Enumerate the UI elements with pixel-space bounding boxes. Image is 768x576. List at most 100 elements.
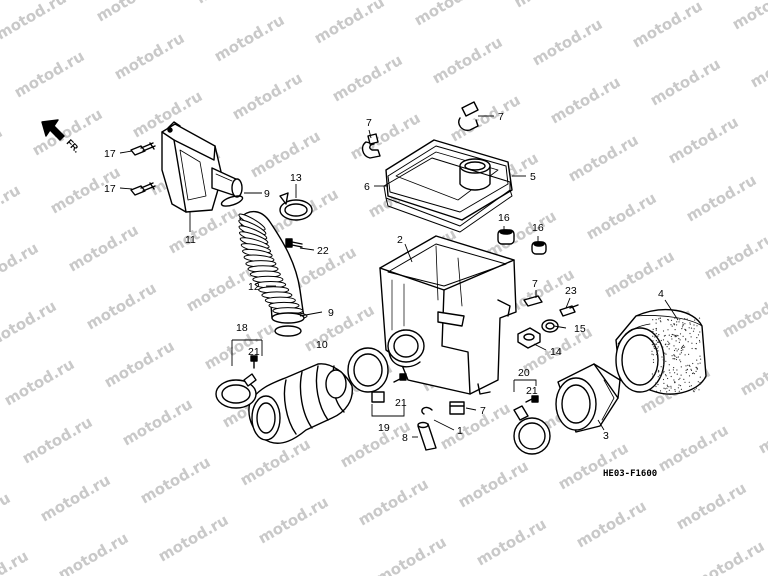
filter-texture-dot [679,333,682,335]
filter-texture-dot [678,341,681,343]
filter-texture-dot [680,361,682,363]
filter-texture-dot [694,319,696,321]
filter-texture-dot [686,318,688,320]
screw-part-22 [285,238,303,248]
filter-texture-dot [673,367,675,369]
filter-texture-dot [687,364,689,366]
filter-texture-dot [681,346,683,348]
filter-texture-dot [665,343,667,345]
filter-texture-dot [652,354,655,356]
watermark-text: motod.ru [255,493,331,548]
filter-texture-dot [676,334,678,336]
watermark-text: motod.ru [701,229,768,284]
filter-texture-dot [655,340,658,342]
filter-texture-dot [666,387,668,389]
watermark-text: motod.ru [447,91,523,146]
filter-texture-dot [656,347,658,350]
watermark-text: motod.ru [355,475,431,530]
filter-texture-dot [673,354,675,356]
filter-texture-dot [665,360,667,362]
filter-texture-dot [662,359,664,361]
filter-texture-dot [657,376,659,378]
nut-part-14 [517,327,541,349]
callout-16b: 16 [532,222,544,234]
watermark-text: motod.ru [101,337,177,392]
watermark-text: motod.ru [755,403,768,458]
filter-texture-dot [664,352,666,354]
filter-texture-dot [663,335,666,337]
callout-7d: 7 [480,405,486,417]
filter-texture-dot [658,369,660,372]
filter-texture-dot [656,354,658,356]
filter-texture-dot [690,336,692,338]
filter-texture-dot [675,335,677,338]
filter-texture-dot [679,377,681,379]
filter-texture-dot [689,365,691,367]
filter-texture-dot [699,382,701,384]
filter-texture-dot [694,389,696,391]
filter-texture-dot [677,356,680,358]
filter-texture-dot [689,323,691,325]
filter-texture-dot [651,353,653,355]
callout-labels: 17 17 11 9 13 22 12 9 7 7 6 5 16 16 2 4 … [104,111,664,444]
filter-texture-dot [670,387,672,389]
filter-texture-dot [657,341,659,343]
filter-texture-dot [673,349,676,352]
filter-texture-dot [668,348,670,350]
watermark-text: motod.ru [193,0,269,7]
filter-texture-dot [662,346,664,348]
filter-texture-dot [682,323,684,325]
filter-texture-dot [680,350,682,352]
callout-9a: 9 [264,188,270,200]
watermark-text: motod.ru [529,15,605,70]
watermark-text: motod.ru [601,247,677,302]
filter-texture-dot [660,321,662,323]
callout-3: 3 [603,430,609,442]
filter-texture-dot [674,334,677,337]
filter-texture-dot [666,391,668,393]
clip-part-7-drain [449,401,465,415]
filter-texture-dot [674,372,676,374]
filter-texture-dot [682,349,684,351]
filter-texture-dot [674,390,676,392]
watermark-text: motod.ru [629,0,705,51]
band-clamp-part-18 [215,373,257,409]
filter-texture-dot [695,342,698,345]
filter-texture-dot [675,340,677,342]
filter-texture-dot [697,381,699,383]
filter-texture-dot [669,343,671,345]
watermark-text: motod.ru [211,11,287,66]
watermark-text: motod.ru [473,515,549,570]
filter-texture-dot [663,370,665,373]
watermark-text: motod.ru [647,55,723,110]
filter-texture-dot [679,385,682,387]
filter-texture-dot [693,324,695,326]
filter-texture-dot [688,353,690,355]
screw-part-17-upper [130,142,156,156]
filter-texture-dot [699,331,701,333]
watermark-text: motod.ru [547,73,623,128]
filter-texture-dot [699,355,701,357]
lid-gasket-part-6 [383,157,513,233]
watermark-text: motod.ru [137,453,213,508]
callout-22: 22 [317,245,329,257]
filter-texture-dot [680,352,683,354]
filter-texture-dot [667,385,669,387]
filter-texture-dot [655,390,658,392]
resonator-part-11 [161,121,243,213]
screw-part-21-a [250,355,258,369]
filter-texture-dot [688,364,691,366]
filter-texture-dot [683,378,685,380]
filter-texture-dot [676,324,678,326]
filter-texture-dot [668,369,670,371]
filter-texture-dot [696,368,698,370]
watermark-text: motod.ru [0,181,23,236]
filter-texture-dot [667,343,669,346]
watermark-text: motod.ru [1,355,77,410]
watermark-text: motod.ru [373,533,449,576]
filter-texture-dot [697,334,700,336]
callout-20: 20 [518,367,530,379]
watermark-text: motod.ru [555,439,631,494]
filter-texture-dot [664,374,667,376]
filter-texture-dot [669,372,671,374]
